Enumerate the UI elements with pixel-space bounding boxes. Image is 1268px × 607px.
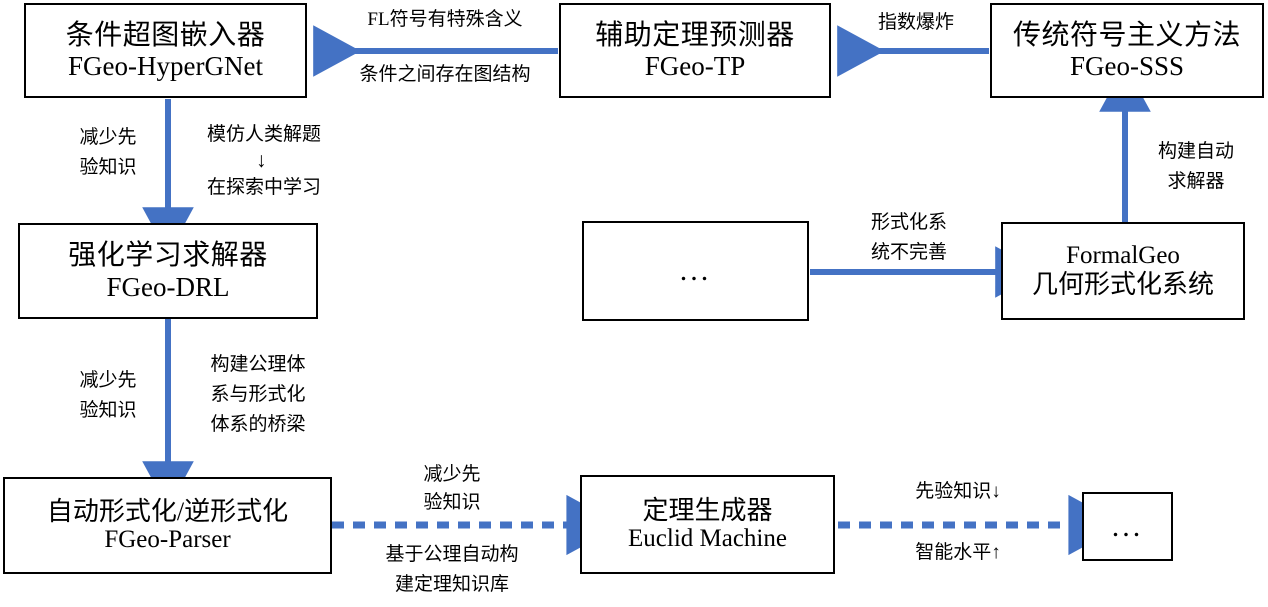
edge-label-build-axiom-1: 构建公理体	[210, 354, 306, 375]
edge-label-build-axiom-3: 体系的桥梁	[210, 414, 306, 435]
edge-label-learn-in-explore: 在探索中学习	[206, 177, 321, 198]
edge-label-build-auto-1: 构建自动	[1157, 141, 1234, 162]
node-ellipsis-end-dots: ...	[1111, 509, 1144, 543]
node-drl-cn: 强化学习求解器	[68, 240, 268, 272]
edge-label-reduce-prior-3: 减少先	[423, 464, 481, 485]
edge-label-reduce-prior-1b: 验知识	[79, 157, 137, 178]
node-fgeo-hypergnet[interactable]: 条件超图嵌入器 FGeo-HyperGNet	[24, 3, 307, 98]
down-arrow-icon: ↓	[256, 148, 267, 172]
node-drl-en: FGeo-DRL	[106, 271, 230, 302]
edge-label-intelligence-up: 智能水平↑	[915, 542, 1001, 563]
node-euclid-machine[interactable]: 定理生成器 Euclid Machine	[580, 475, 835, 574]
edge-label-build-axiom-2: 系与形式化	[210, 384, 306, 405]
node-fgeo-tp[interactable]: 辅助定理预测器 FGeo-TP	[559, 3, 831, 98]
node-hypergnet-cn: 条件超图嵌入器	[65, 19, 266, 51]
edge-label-fl-symbol: FL符号有特殊含义	[367, 9, 523, 30]
node-ellipsis-middle[interactable]: ...	[582, 221, 809, 321]
node-tp-en: FGeo-TP	[644, 51, 746, 82]
edge-label-reduce-prior-1: 减少先	[79, 127, 137, 148]
node-formalgeo-cn: 几何形式化系统	[1031, 270, 1214, 300]
node-parser-en: FGeo-Parser	[104, 526, 231, 554]
edge-label-reduce-prior-2b: 验知识	[79, 400, 137, 421]
node-fgeo-parser[interactable]: 自动形式化/逆形式化 FGeo-Parser	[3, 477, 332, 574]
node-fgeo-drl[interactable]: 强化学习求解器 FGeo-DRL	[18, 223, 318, 319]
node-tp-cn: 辅助定理预测器	[595, 19, 795, 51]
edge-label-axiom-kb-1: 基于公理自动构	[385, 544, 519, 565]
node-hypergnet-en: FGeo-HyperGNet	[68, 51, 263, 82]
node-euclid-en: Euclid Machine	[628, 525, 787, 553]
node-euclid-cn: 定理生成器	[642, 495, 773, 525]
edge-label-imitate-human: 模仿人类解题	[206, 124, 321, 145]
edge-label-exp-explosion: 指数爆炸	[877, 12, 954, 33]
node-formalgeo-en: FormalGeo	[1066, 242, 1180, 270]
edge-label-graph-structure: 条件之间存在图结构	[359, 64, 531, 85]
node-formalgeo[interactable]: FormalGeo 几何形式化系统	[1001, 222, 1245, 320]
edge-label-axiom-kb-2: 建定理知识库	[394, 574, 509, 595]
edge-label-formal-sys-2: 统不完善	[870, 242, 947, 263]
node-fgeo-sss[interactable]: 传统符号主义方法 FGeo-SSS	[990, 3, 1264, 98]
node-sss-cn: 传统符号主义方法	[1012, 19, 1241, 51]
edge-label-reduce-prior-2: 减少先	[79, 370, 137, 391]
node-ellipsis-end[interactable]: ...	[1082, 492, 1173, 561]
node-parser-cn: 自动形式化/逆形式化	[46, 496, 289, 526]
node-sss-en: FGeo-SSS	[1069, 51, 1185, 82]
edge-label-reduce-prior-3b: 验知识	[423, 492, 481, 513]
node-ellipsis-middle-dots: ...	[679, 254, 712, 287]
edge-label-formal-sys-1: 形式化系	[870, 212, 947, 233]
edge-label-prior-knowledge-down: 先验知识↓	[915, 481, 1001, 502]
edge-label-build-auto-2: 求解器	[1167, 171, 1225, 192]
